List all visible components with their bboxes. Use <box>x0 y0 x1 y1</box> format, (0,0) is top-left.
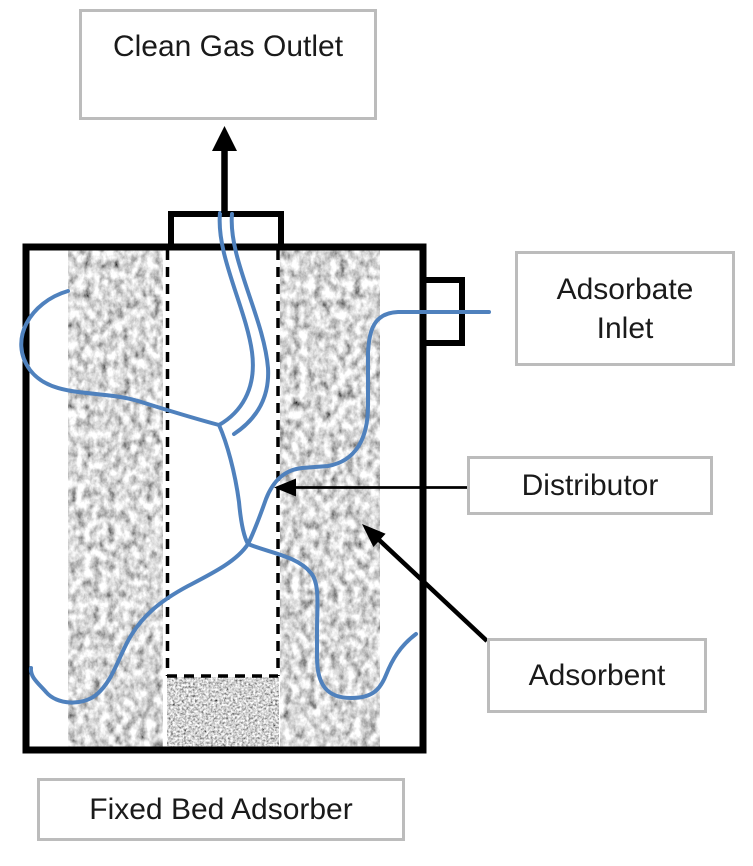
distributor-label: Distributor <box>467 456 713 515</box>
distributor-channel-dashed-outline <box>165 250 280 678</box>
adsorbent-bed-right <box>280 250 380 747</box>
fixed-bed-adsorber-text: Fixed Bed Adsorber <box>89 793 353 826</box>
flow-line-inlet <box>246 310 491 546</box>
flow-line-center-down <box>217 423 250 546</box>
adsorbate-inlet-text-line2: Inlet <box>596 311 654 345</box>
flow-line-left-loop <box>19 289 221 427</box>
clean-gas-arrow-head <box>212 126 237 151</box>
clean-gas-outlet-text: Clean Gas Outlet <box>112 30 344 63</box>
distributor-arrow <box>274 478 467 497</box>
adsorbent-arrow <box>362 524 489 643</box>
adsorbent-arrow-head <box>362 524 386 547</box>
adsorbent-text: Adsorbent <box>528 659 666 692</box>
fixed-bed-adsorber-label: Fixed Bed Adsorber <box>37 778 405 841</box>
flow-line-left-bottom <box>28 542 250 705</box>
adsorbent-bed-left <box>68 250 163 747</box>
adsorbate-inlet-text-line1: Adsorbate <box>556 272 694 306</box>
adsorbent-arrow-shaft <box>375 536 489 643</box>
flow-line-neck-left <box>217 211 255 427</box>
flow-line-neck-right <box>229 212 271 436</box>
clean-gas-outlet-label: Clean Gas Outlet <box>79 9 377 120</box>
bed-support-layer <box>167 677 279 747</box>
flow-line-right-bottom <box>246 542 418 701</box>
distributor-text: Distributor <box>521 469 659 502</box>
clean-gas-arrow <box>212 126 237 213</box>
gas-flow-lines <box>19 211 491 705</box>
adsorbate-inlet-label: Adsorbate Inlet <box>515 251 735 366</box>
adsorbent-label: Adsorbent <box>487 638 707 713</box>
outlet-neck <box>168 211 284 250</box>
distributor-arrow-head <box>274 478 296 497</box>
